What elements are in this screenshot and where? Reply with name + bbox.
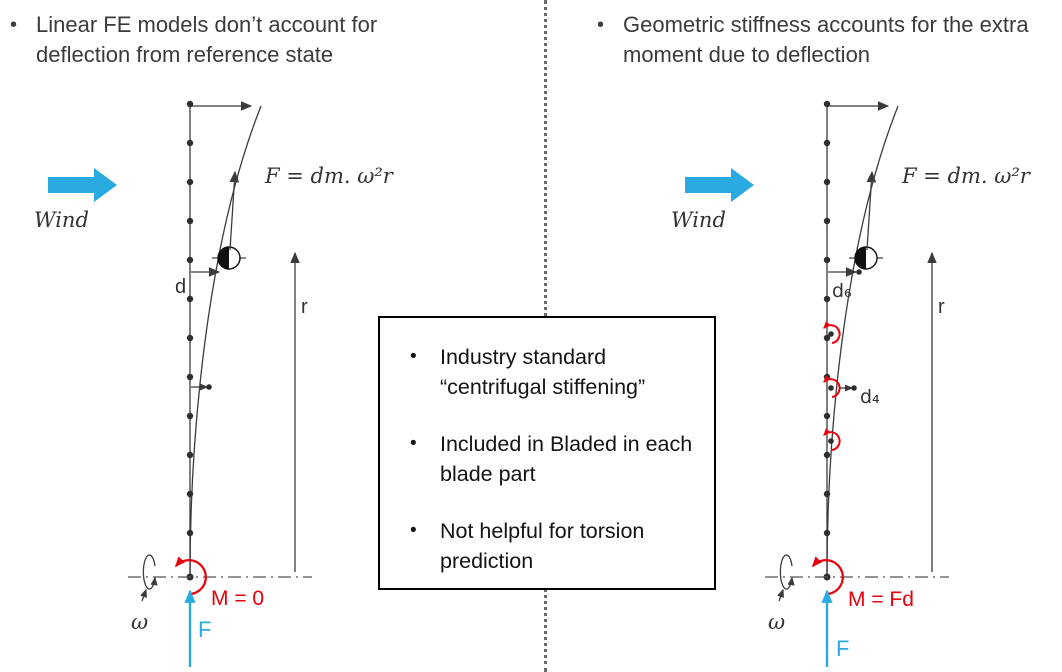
left-figure: Wind F = dm. ω²r d xyxy=(34,100,395,667)
force-formula: F = dm. ω²r xyxy=(264,164,395,188)
d4-label: d₄ xyxy=(860,386,880,408)
r-label: r xyxy=(301,296,308,318)
root-force-label: F xyxy=(836,636,849,661)
force-formula: F = dm. ω²r xyxy=(901,164,1032,188)
d4-node-dot xyxy=(851,385,857,391)
beam-node-dots xyxy=(186,100,194,581)
wind-label: Wind xyxy=(34,208,89,232)
bullet-marker: • xyxy=(10,14,18,36)
root-moment-arc xyxy=(174,556,207,596)
node-moment-arcs xyxy=(823,321,841,451)
deflected-blade-curve xyxy=(826,105,899,578)
left-heading-bullet: • Linear FE models don’t account for def… xyxy=(10,10,418,70)
note-list: • Industry standard “centrifugal stiffen… xyxy=(380,342,714,576)
right-heading-bullet: • Geometric stiffness accounts for the e… xyxy=(597,10,1031,70)
note-item: • Industry standard “centrifugal stiffen… xyxy=(410,342,698,402)
centrifugal-force-arrow xyxy=(229,170,240,251)
wind-arrow xyxy=(48,168,117,202)
bullet-marker: • xyxy=(410,433,417,454)
mass-symbol xyxy=(212,246,246,270)
center-note-box: • Industry standard “centrifugal stiffen… xyxy=(378,316,716,590)
d6-label: d₆ xyxy=(832,280,852,302)
note-item-text: Not helpful for torsion prediction xyxy=(440,519,645,573)
centrifugal-force-arrow xyxy=(866,170,877,251)
omega-label: ω xyxy=(131,610,148,634)
note-item: • Included in Bladed in each blade part xyxy=(410,429,698,489)
offset-node-dot xyxy=(206,384,212,390)
bullet-marker: • xyxy=(410,346,417,367)
omega-label: ω xyxy=(768,610,785,634)
note-item-text: Industry standard “centrifugal stiffenin… xyxy=(440,345,646,399)
d6-node-dot xyxy=(856,269,862,275)
moment-label: M = Fd xyxy=(848,588,914,611)
rotation-axis-arrow xyxy=(140,588,147,602)
deflected-blade-curve xyxy=(189,105,262,578)
bullet-marker: • xyxy=(597,14,605,36)
bullet-marker: • xyxy=(410,520,417,541)
right-heading-text: Geometric stiffness accounts for the ext… xyxy=(623,12,1029,67)
root-moment-arc xyxy=(811,556,844,596)
moment-label: M = 0 xyxy=(211,587,264,610)
wind-arrow xyxy=(685,168,754,202)
rotation-axis-arrow xyxy=(777,588,784,602)
rotation-axis-symbol xyxy=(779,554,795,590)
mass-symbol xyxy=(849,246,883,270)
d-label: d xyxy=(175,276,186,298)
note-item: • Not helpful for torsion prediction xyxy=(410,516,698,576)
left-heading-text: Linear FE models don’t account for defle… xyxy=(36,12,378,67)
wind-label: Wind xyxy=(671,208,726,232)
root-force-label: F xyxy=(198,617,211,642)
r-label: r xyxy=(938,296,945,318)
note-item-text: Included in Bladed in each blade part xyxy=(440,432,693,486)
right-figure: Wind F = dm. ω²r d₆ xyxy=(671,100,1032,667)
rotation-axis-symbol xyxy=(142,554,158,590)
